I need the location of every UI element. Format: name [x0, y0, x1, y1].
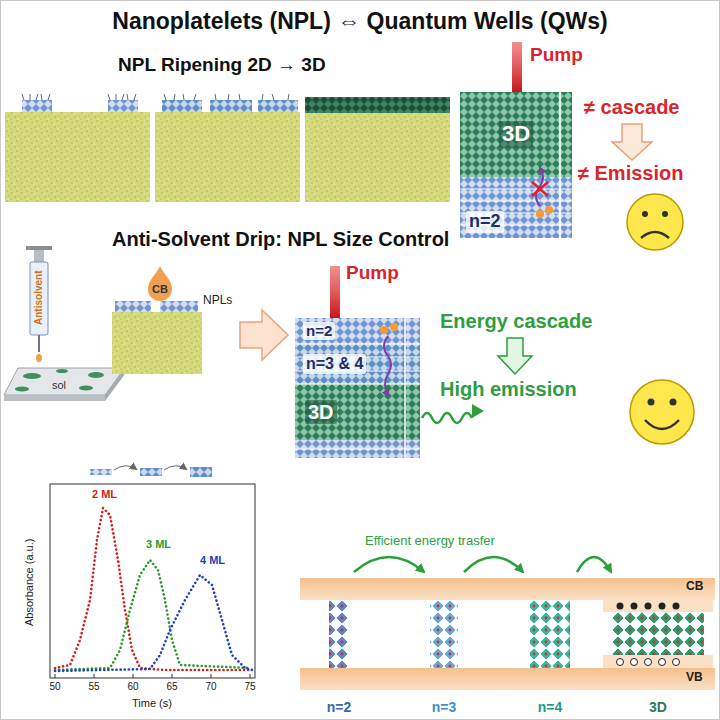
series-label: 3 ML — [146, 538, 171, 551]
status-note: Energy cascade — [440, 310, 592, 333]
node-label: 3D — [305, 400, 337, 424]
quantum-well-layer: n=3 & 4 — [295, 344, 420, 384]
tick-label: 60 — [127, 681, 138, 693]
annotation: Efficient energy trasfer — [365, 534, 495, 549]
band-label: VB — [686, 671, 703, 685]
node-label: n=2 — [466, 211, 504, 233]
tick-label: 65 — [166, 681, 177, 693]
tick-label: 55 — [88, 681, 99, 693]
node-label: n=2 — [327, 700, 352, 715]
band-column: n=2 — [316, 572, 362, 715]
transfer-arrow — [354, 557, 424, 572]
transfer-arrow — [577, 557, 611, 572]
node-label: n=2 — [303, 322, 335, 341]
page-title: Nanoplatelets (NPL) ⇔ Quantum Wells (QWs… — [0, 8, 720, 36]
band-column: n=4 — [515, 572, 585, 715]
node-label: 3D — [649, 700, 667, 715]
section-heading: NPL Ripening 2D → 3D — [118, 54, 326, 76]
node-label: n=3 & 4 — [303, 354, 366, 374]
quantum-well-layer: n=2 — [460, 177, 572, 238]
status-note: ≠ cascade — [584, 96, 680, 119]
status-note: High emission — [440, 378, 577, 401]
tick-label: 50 — [49, 681, 60, 693]
axis-title: Absorbance (a.u.) — [24, 538, 37, 625]
part-label: NPLs — [203, 294, 232, 308]
pump-label: Pump — [346, 262, 399, 284]
series-label: 4 ML — [200, 554, 225, 567]
node-label: n=3 — [432, 700, 457, 715]
pump-label: Pump — [530, 44, 583, 66]
bulk-layer: 3D — [295, 384, 420, 440]
tick-label: 75 — [244, 681, 255, 693]
band-column: 3D — [603, 572, 713, 715]
band-column: n=3 — [416, 572, 472, 715]
bulk-layer: 3D — [460, 92, 572, 177]
tick-label: 70 — [205, 681, 216, 693]
status-note: ≠ Emission — [578, 162, 683, 185]
node-label: 3D — [499, 121, 533, 147]
syringe-label: Antisolvent — [33, 271, 45, 325]
series-label: 2 ML — [92, 488, 117, 501]
node-label: n=4 — [538, 700, 563, 715]
band-label: CB — [686, 580, 703, 594]
substrate-label: sol — [52, 379, 66, 392]
drop-label: CB — [152, 283, 168, 296]
section-heading: Anti-Solvent Drip: NPL Size Control — [112, 228, 449, 251]
axis-title: Time (s) — [132, 697, 172, 710]
quantum-well-layer: n=2 — [295, 318, 420, 344]
transfer-arrow — [464, 557, 523, 572]
